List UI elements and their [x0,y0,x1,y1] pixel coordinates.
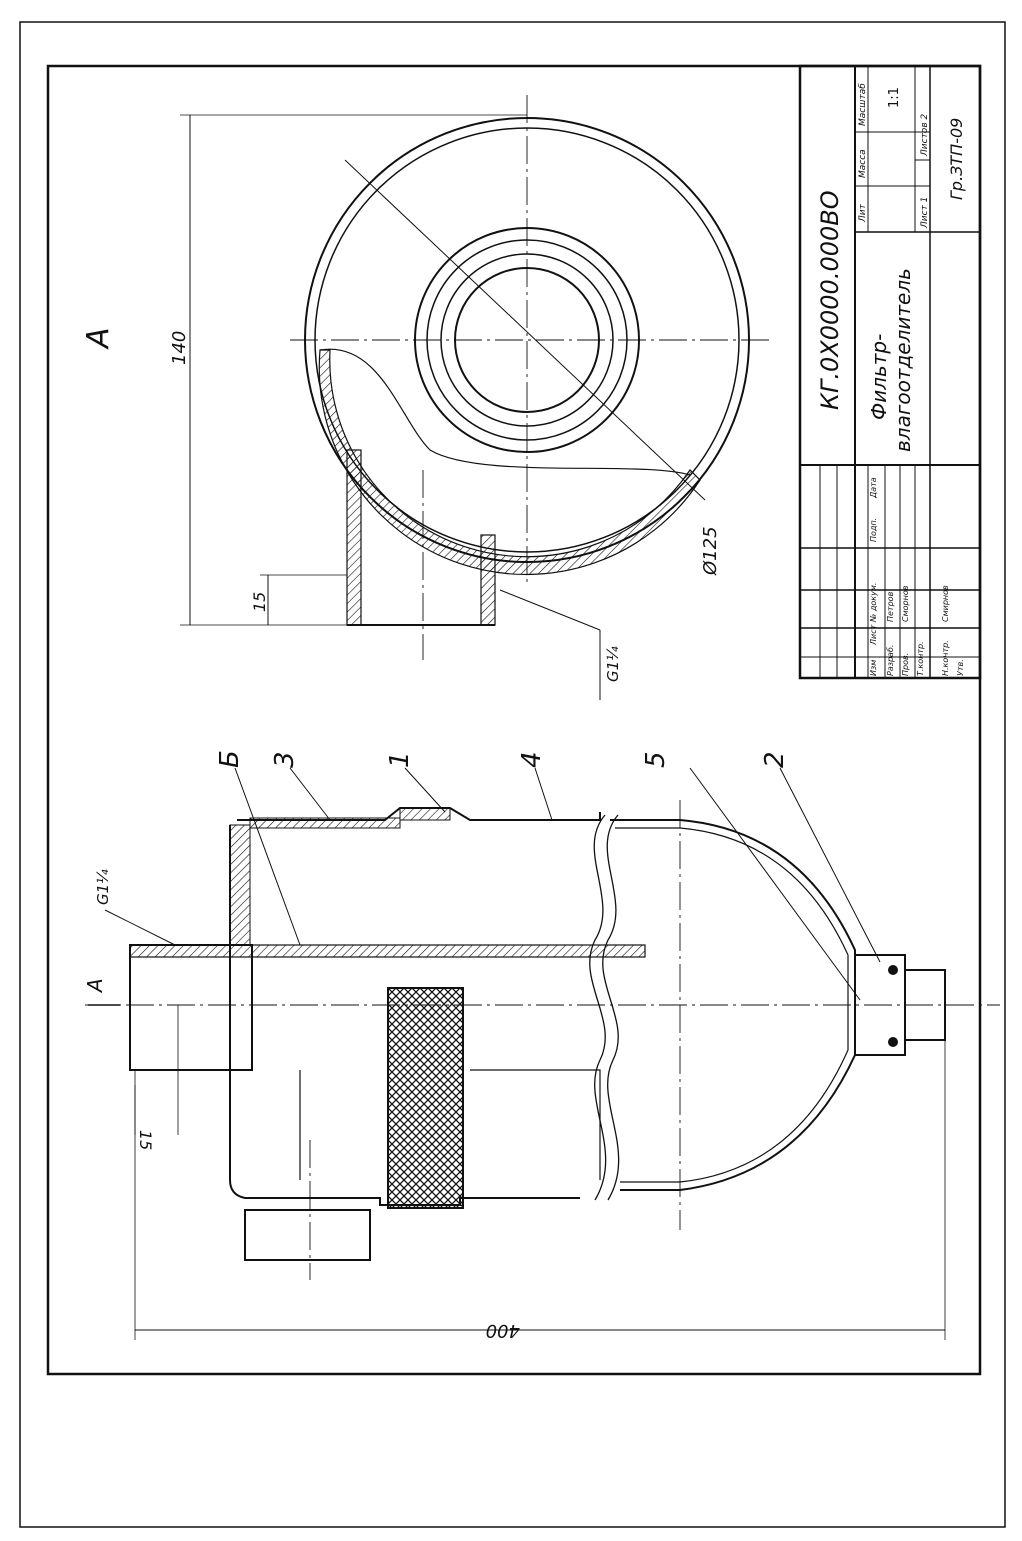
hdr-date: Дата [869,477,878,499]
leader-3: 3 [270,751,300,768]
role-checker: Пров. [901,653,910,676]
view-a: А Ø125 140 15 [81,95,770,700]
thread-g114-bottom: G1¼ [94,869,112,905]
leader-5: 5 [641,751,671,768]
leader-2: 2 [760,751,790,768]
hdr-sign: Подп. [869,518,878,542]
role-approved: Утв. [956,659,965,676]
thread-g114-top: G1¼ [604,646,622,682]
hdr-list: Лист [869,624,878,646]
leader-b: Б [215,750,245,768]
leader-4: 4 [517,751,547,768]
view-arrow-a: А [83,978,107,994]
dim-15-bottom: 15 [136,1130,155,1150]
leader-1: 1 [385,751,415,768]
designation-text: КГ.0Х0000.000ВО [816,190,844,410]
hdr-izm: Изм [869,660,878,676]
role-tech-control: Т.контр. [916,641,925,676]
col-scale: Масштаб [858,83,868,126]
main-section: А 15 [83,750,1000,1341]
dim-15-top: 15 [250,592,269,612]
part-name-line1: Фильтр- [867,334,891,420]
group-code: Гр.ЗТП-09 [947,118,966,200]
role-developer: Разраб. [886,645,895,676]
dim-140: 140 [169,331,190,365]
name-norm-control: Смирнов [941,585,950,622]
sheet-number: Лист 1 [920,197,930,229]
dim-400: 400 [486,1320,520,1341]
dim-d125: Ø125 [700,526,721,576]
name-developer: Петров [886,591,895,622]
col-mass: Масса [858,149,868,178]
hdr-doc: № докум. [869,583,878,623]
role-norm-control: Н.контр. [941,640,950,676]
title-block: КГ.0Х0000.000ВО Фильтр- влагоотделитель … [798,64,982,680]
name-checker: Сморнов [901,585,910,622]
sheets-total: Листов 2 [920,114,930,157]
outer-border [19,21,1006,1528]
col-lit: Лит [858,203,868,223]
part-name-line2: влагоотделитель [891,268,915,452]
view-a-label: А [81,327,116,350]
inner-frame [46,64,982,1376]
scale-value: 1:1 [887,87,902,108]
